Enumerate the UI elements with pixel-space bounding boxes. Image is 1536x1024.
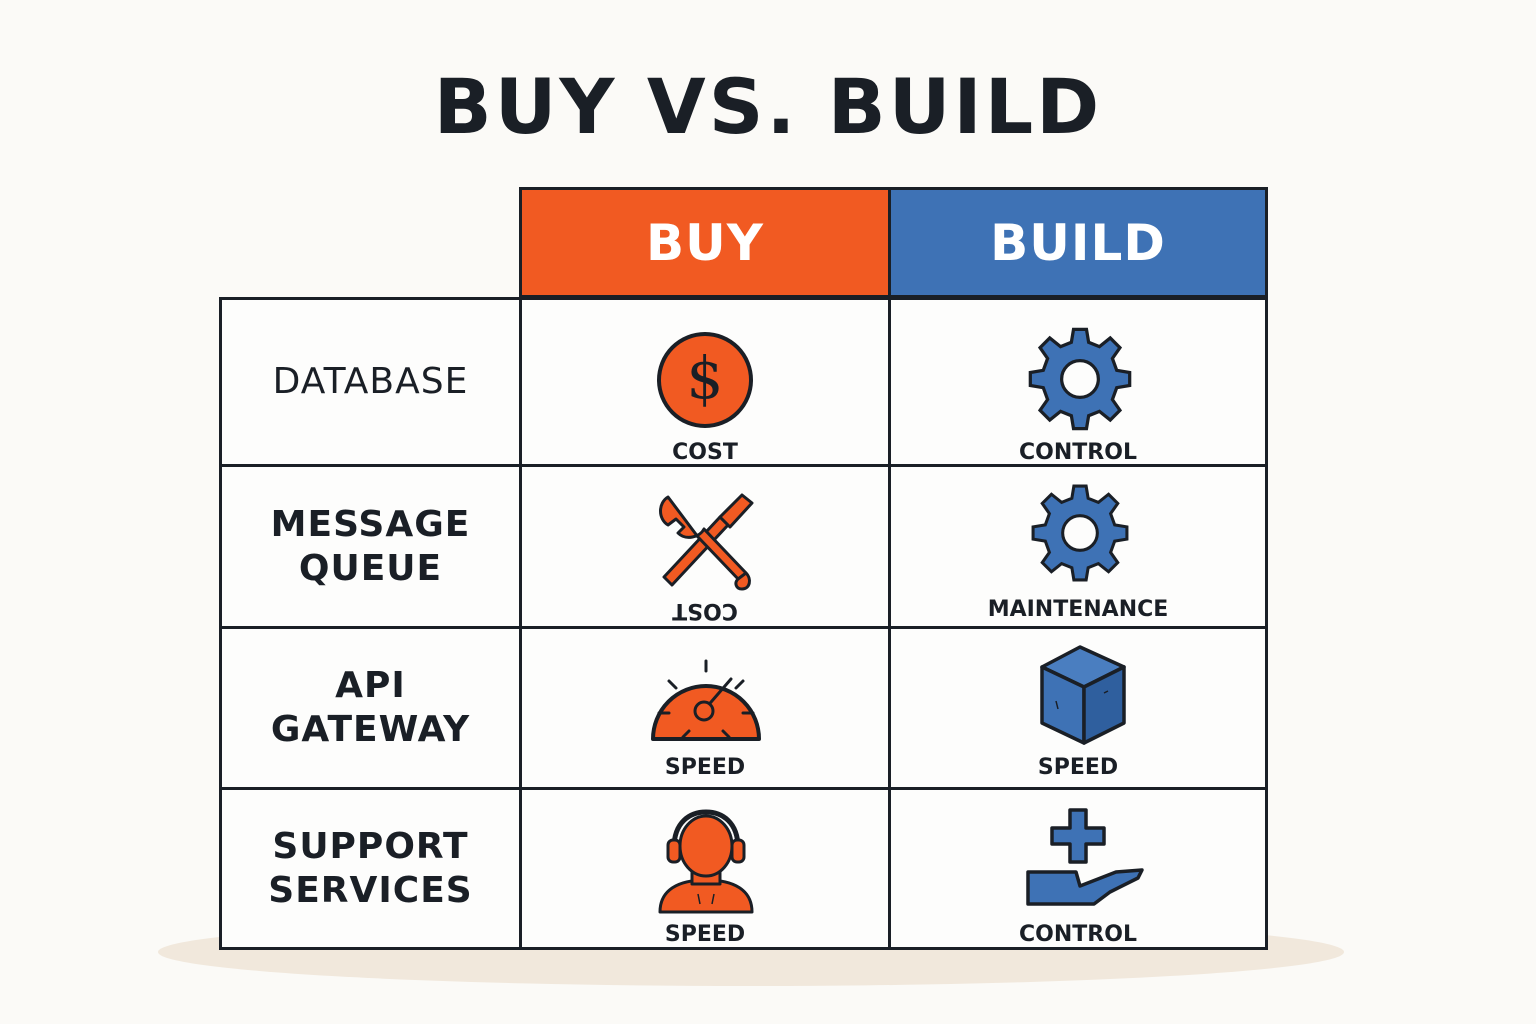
cube-icon <box>1040 645 1126 745</box>
cell-caption: CONTROL <box>1019 440 1137 465</box>
column-header-build: BUILD <box>888 187 1268 298</box>
cell-caption: SPEED <box>664 922 746 947</box>
cell-caption: COST <box>672 598 738 623</box>
cell-caption: MAINTENANCE <box>987 597 1169 622</box>
cell-caption: COST <box>672 440 738 465</box>
cell-database-build: CONTROL <box>888 297 1268 467</box>
row-label-text: DATABASE <box>272 361 469 402</box>
cell-database-buy: $ COST <box>519 297 891 467</box>
cell-caption: CONTROL <box>1019 922 1137 947</box>
row-label-api-gateway: API GATEWAY <box>219 626 522 790</box>
speedometer-icon <box>651 659 761 741</box>
row-label-text: MESSAGE QUEUE <box>270 503 471 589</box>
cell-caption: SPEED <box>1037 755 1119 780</box>
gear-icon <box>1028 327 1132 431</box>
svg-text:$: $ <box>687 344 724 412</box>
cell-message-queue-build: MAINTENANCE <box>888 464 1268 629</box>
wrench-screwdriver-icon <box>659 493 754 591</box>
row-label-text: API GATEWAY <box>270 665 471 750</box>
cell-message-queue-buy: COST <box>519 464 891 629</box>
gear-icon <box>1031 484 1129 582</box>
support-agent-icon <box>658 809 754 914</box>
dollar-coin-icon: $ <box>657 332 753 428</box>
row-label-support-services: SUPPORT SERVICES <box>219 787 522 950</box>
row-label-text: SUPPORT SERVICES <box>268 825 473 911</box>
cell-api-gateway-build: SPEED <box>888 626 1268 790</box>
cell-api-gateway-buy: SPEED <box>519 626 891 790</box>
row-label-message-queue: MESSAGE QUEUE <box>219 464 522 629</box>
hand-plus-icon <box>1026 808 1144 906</box>
row-label-database: DATABASE <box>219 297 522 467</box>
cell-support-services-build: CONTROL <box>888 787 1268 950</box>
cell-support-services-buy: SPEED <box>519 787 891 950</box>
cell-caption: SPEED <box>664 755 746 780</box>
column-header-buy: BUY <box>519 187 891 298</box>
page-title: BUY VS. BUILD <box>433 62 1103 151</box>
